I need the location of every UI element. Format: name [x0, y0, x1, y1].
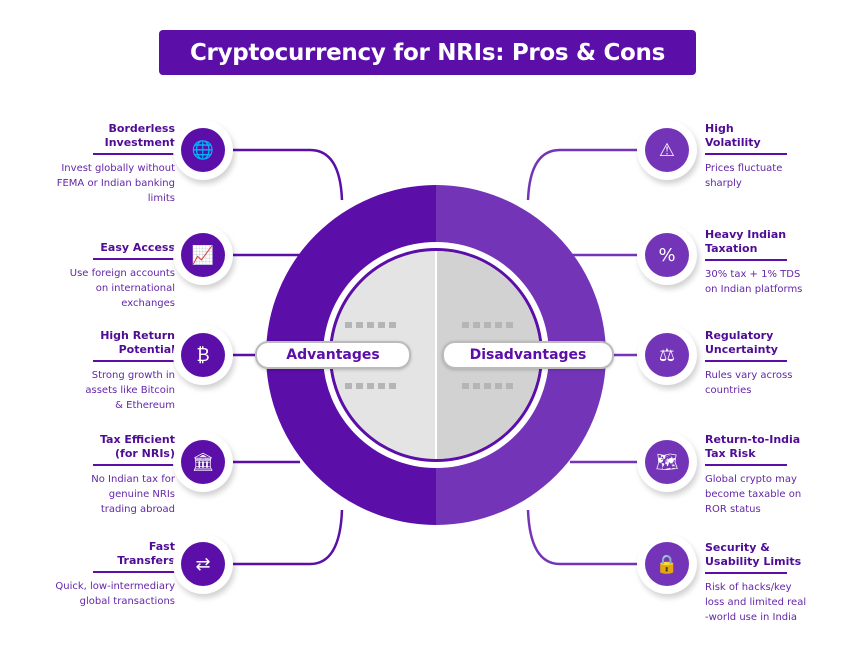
- advantage-item: High Return Potential Strong growth in a…: [5, 329, 175, 413]
- india-map-icon: 🗺: [637, 432, 697, 492]
- item-description: 30% tax + 1% TDS on Indian platforms: [705, 269, 803, 295]
- item-description: Rules vary across countries: [705, 370, 793, 396]
- advantage-item: Tax Efficient (for NRIs) No Indian tax f…: [5, 433, 175, 517]
- item-title: Security & Usability Limits: [705, 541, 802, 568]
- item-description: Quick, low-intermediary global transacti…: [55, 581, 175, 607]
- item-description: Global crypto may become taxable on ROR …: [705, 474, 802, 515]
- item-title: Return-to-India Tax Risk: [705, 433, 801, 460]
- advantage-item: Easy Access Use foreign accounts on inte…: [5, 241, 175, 311]
- disadvantage-item: Heavy Indian Taxation 30% tax + 1% TDS o…: [705, 228, 825, 297]
- connector-line: [526, 148, 644, 201]
- tax-bag-icon: %: [637, 225, 697, 285]
- item-title: Borderless Investment: [104, 122, 175, 149]
- item-title: High Volatility: [705, 122, 761, 149]
- disadvantage-item: Security & Usability Limits Risk of hack…: [705, 541, 845, 625]
- advantages-label: Advantages: [255, 341, 411, 369]
- item-description: Strong growth in assets like Bitcoin & E…: [85, 370, 175, 411]
- scales-gavel-icon: ⚖: [637, 325, 697, 385]
- connector-line: [526, 509, 644, 566]
- monitor-chart-icon: 📈: [173, 225, 233, 285]
- page-title: Cryptocurrency for NRIs: Pros & Cons: [159, 30, 696, 75]
- disadvantages-label: Disadvantages: [442, 341, 614, 369]
- item-description: Prices fluctuate sharply: [705, 163, 783, 189]
- disadvantage-item: Regulatory Uncertainty Rules vary across…: [705, 329, 825, 398]
- disadvantage-item: High Volatility Prices fluctuate sharply: [705, 122, 825, 191]
- lock-warning-icon: 🔒: [637, 534, 697, 594]
- item-title: Easy Access: [100, 241, 175, 254]
- globe-chart-icon: 🌐: [173, 120, 233, 180]
- advantage-item: Fast Transfers Quick, low-intermediary g…: [5, 540, 175, 609]
- bitcoin-growth-icon: ₿: [173, 325, 233, 385]
- advantage-item: Borderless Investment Invest globally wi…: [5, 122, 175, 206]
- item-description: Risk of hacks/key loss and limited real …: [705, 582, 807, 623]
- item-title: Heavy Indian Taxation: [705, 228, 787, 255]
- item-title: Fast Transfers: [117, 540, 175, 567]
- item-description: Invest globally without FEMA or Indian b…: [56, 163, 175, 204]
- item-description: Use foreign accounts on international ex…: [69, 268, 175, 309]
- connector-line: [226, 509, 344, 566]
- item-title: Tax Efficient (for NRIs): [99, 433, 175, 460]
- item-title: Regulatory Uncertainty: [705, 329, 778, 356]
- globe-transfer-icon: ⇄: [173, 534, 233, 594]
- item-description: No Indian tax for genuine NRIs trading a…: [91, 474, 175, 515]
- connector-line: [226, 148, 344, 201]
- item-title: High Return Potential: [100, 329, 175, 356]
- disadvantage-item: Return-to-India Tax Risk Global crypto m…: [705, 433, 835, 517]
- chart-warning-icon: ⚠: [637, 120, 697, 180]
- bank-document-icon: 🏛: [173, 432, 233, 492]
